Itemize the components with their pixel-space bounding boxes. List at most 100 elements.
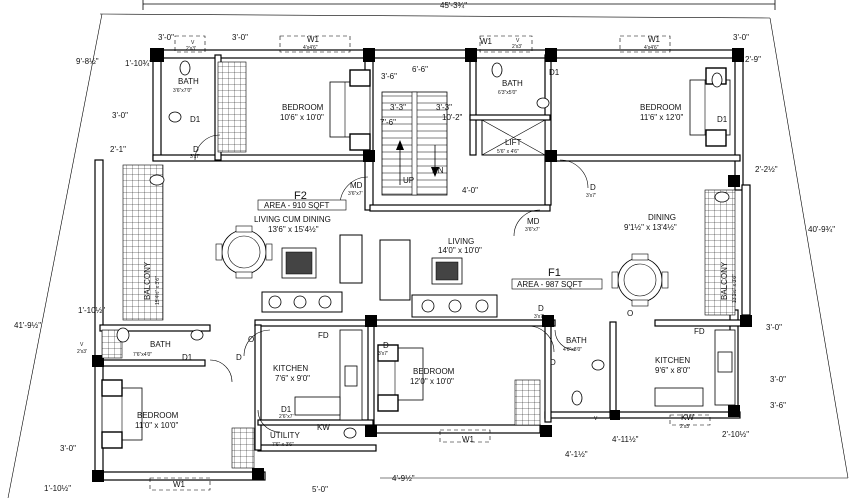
- dim-3-3-b: 3'-3": [436, 103, 452, 112]
- balcony-right-name: BALCONY: [720, 261, 729, 300]
- stair-up-label: UP: [403, 176, 414, 185]
- overall-dimensions: 45'-3¾" 40'-9¾" 41'-9½": [7, 0, 849, 499]
- tag-kw-f2: KW: [317, 423, 330, 432]
- dining-f1-name: DINING: [648, 213, 676, 222]
- tag-v-bl-size: 2'x3': [77, 349, 87, 355]
- tag-fd-f1: FD: [694, 327, 705, 336]
- kitchen-f1-size: 9'6" x 8'0": [655, 366, 690, 375]
- tag-w1-tc: W1: [480, 37, 493, 46]
- balcony-left-size: 15'4½" x 3'6": [154, 276, 161, 305]
- bedroom-bl-size: 11'0" x 10'0": [135, 421, 178, 430]
- top-width-label: 45'-3¾": [440, 1, 467, 10]
- tag-md-f1: MD: [527, 217, 540, 226]
- living-f1-size: 14'0" x 10'0": [438, 246, 482, 255]
- right-depth-label: 40'-9¾": [808, 225, 835, 234]
- dim-3-0-c: 3'-0": [112, 111, 128, 120]
- dim-10-2: 10'-2": [442, 113, 463, 122]
- tag-o-f1: O: [627, 309, 633, 318]
- utility-floor: [231, 427, 255, 469]
- f1-area: AREA - 987 SQFT: [517, 280, 582, 289]
- dim-1-10: 1'-10¾": [125, 59, 152, 68]
- f1-area-box: [511, 278, 603, 290]
- f1-label: F1: [548, 267, 561, 279]
- tag-w1-bl: W1: [173, 480, 186, 489]
- tag-o-f2: O: [248, 335, 254, 344]
- tag-v-tl-size: 2'x3': [186, 46, 196, 52]
- kitchen-f1-counter: [654, 329, 736, 407]
- dining-table-f1: [611, 253, 669, 307]
- bath-tc-name: BATH: [502, 79, 523, 88]
- bedroom-bc-name: BEDROOM: [413, 367, 455, 376]
- dim-4-9: 4'-9½": [392, 474, 415, 483]
- staircase: UP DN: [381, 91, 448, 196]
- tag-md-f2-size: 3'6"x7': [348, 191, 363, 197]
- bed-tl: [329, 69, 371, 151]
- dining-table-f2: [215, 225, 273, 279]
- tag-d-living-size: 3'x7': [534, 314, 544, 320]
- dim-4-11: 4'-11½": [612, 435, 639, 444]
- bath-tl-size: 3'6"x7'0": [173, 88, 192, 94]
- utility-size: 7'6" x 3'6": [272, 442, 294, 448]
- living-f1-furniture: [379, 239, 498, 318]
- bedroom-bl-name: BEDROOM: [137, 411, 179, 420]
- balcony-left-name: BALCONY: [143, 261, 152, 300]
- fixtures: [116, 60, 730, 439]
- dim-3-6: 3'-6": [381, 72, 397, 81]
- utility-name: UTILITY: [270, 431, 300, 440]
- tag-d-bl: D: [236, 353, 242, 362]
- tag-d-bc-size: 3'x7': [378, 351, 388, 357]
- bath-bc-floor: [514, 379, 541, 426]
- pillars: [92, 48, 752, 482]
- left-depth-label: 41'-9½": [14, 321, 41, 330]
- bedroom-bc-size: 12'0" x 10'0": [410, 377, 454, 386]
- bath-bl-name: BATH: [150, 340, 171, 349]
- tag-d1-kitchen-size: 2'6"x7': [279, 414, 294, 420]
- bath-bc-name: BATH: [566, 336, 587, 345]
- dim-3-6b: 3'-6": [770, 401, 786, 410]
- dim-2-10: 2'-10½": [722, 430, 749, 439]
- bed-tr: [689, 67, 731, 147]
- dim-3-3-a: 3'-3": [390, 103, 406, 112]
- living-f1-name: LIVING: [448, 237, 474, 246]
- balcony-left-floor: [122, 164, 164, 321]
- tag-w1-tr: W1: [648, 35, 661, 44]
- dining-f1-size: 9'1½" x 13'4½": [624, 223, 677, 232]
- dim-3-0-a: 3'-0": [158, 33, 174, 42]
- opening-tags: V 2'x3' W1 4'x4'6" V 2'x3' W1 W1 4'x4'6"…: [77, 35, 728, 489]
- dim-2-1: 2'-1": [110, 145, 126, 154]
- door-swings: [194, 134, 589, 433]
- tag-v-tl: V: [191, 40, 195, 46]
- tag-v-tc: V: [516, 38, 520, 44]
- tag-fd-f2: FD: [318, 331, 329, 340]
- tag-d1-kitchen: D1: [281, 405, 292, 414]
- dim-7-6: 7'-6": [380, 118, 396, 127]
- dim-4-1: 4'-1½": [565, 450, 588, 459]
- living-dining-f2-size: 13'6" x 15'4½": [268, 225, 319, 234]
- tag-w1-tr-size: 4'x4'6": [644, 45, 659, 51]
- lift-size: 5'6" x 4'6": [497, 149, 519, 155]
- f2-area: AREA - 910 SQFT: [264, 201, 329, 210]
- dim-3-0-d: 3'-0": [733, 33, 749, 42]
- tag-d-bath-bc: D: [550, 358, 556, 367]
- bath-tl-floor: [217, 61, 247, 153]
- bath-bl-size: 7'6"x4'0": [133, 352, 152, 358]
- tag-v-bl: V: [80, 342, 84, 348]
- living-f2-furniture: [261, 234, 363, 313]
- balcony-right-floor: [704, 189, 736, 316]
- dim-4-0: 4'-0": [462, 186, 478, 195]
- dim-1-10c: 1'-10½": [44, 484, 71, 493]
- tag-d-bc: D: [383, 341, 389, 350]
- bath-tc-size: 6'3"x5'0": [498, 90, 517, 96]
- tag-kw-f1-size: 2'x3': [680, 424, 690, 430]
- bedroom-tl-name: BEDROOM: [282, 103, 324, 112]
- bedroom-tr-name: BEDROOM: [640, 103, 682, 112]
- kitchen-f2-size: 7'6" x 9'0": [275, 374, 310, 383]
- room-labels: BATH 3'6"x7'0" BEDROOM 10'6" x 10'0" BAT…: [133, 77, 738, 448]
- bed-bl: [101, 379, 143, 449]
- living-dining-f2-name: LIVING CUM DINING: [254, 215, 331, 224]
- tag-d-f1: D: [590, 183, 596, 192]
- balcony-right-size: 13'1½" x 3'6": [731, 274, 738, 303]
- tag-w1-tl-size: 4'x4'6": [303, 45, 318, 51]
- tag-d-f1-size: 3'x7': [586, 193, 596, 199]
- kitchen-f1-name: KITCHEN: [655, 356, 690, 365]
